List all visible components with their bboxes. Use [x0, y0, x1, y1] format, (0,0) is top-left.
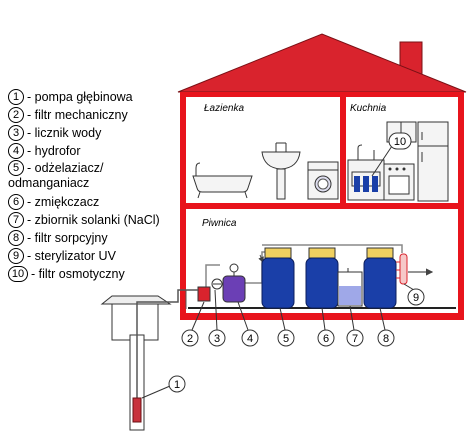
svg-text:9: 9 — [413, 292, 419, 304]
callout-8: 8 — [377, 307, 395, 347]
washing-machine-icon — [307, 161, 339, 200]
softener-tank-icon — [305, 247, 339, 309]
basement-label: Piwnica — [202, 218, 237, 229]
legend-num: 3 — [8, 125, 24, 141]
stove-icon — [383, 163, 415, 201]
legend-text: - zmiękczacz — [27, 195, 100, 209]
callout-9: 9 — [403, 283, 425, 306]
iron-removal-tank-icon — [261, 247, 295, 309]
legend-num: 7 — [8, 212, 24, 228]
hydrofor-icon — [222, 263, 246, 303]
pipe-segment — [205, 264, 220, 287]
svg-text:5: 5 — [283, 333, 289, 345]
sorption-filter-tank-icon — [363, 247, 397, 309]
legend-item-3: 3- licznik wody — [8, 124, 101, 142]
legend-num: 2 — [8, 107, 24, 123]
callout-4: 4 — [237, 301, 259, 347]
callout-2: 2 — [181, 301, 205, 347]
svg-text:4: 4 — [247, 333, 253, 345]
legend-text: - hydrofor — [27, 144, 81, 158]
legend-item-10: 10- filtr osmotyczny — [8, 265, 125, 283]
washbasin-icon — [261, 142, 301, 200]
legend-item-2: 2- filtr mechaniczny — [8, 106, 128, 124]
legend-text: - licznik wody — [27, 126, 102, 140]
legend-text: - sterylizator UV — [27, 249, 116, 263]
svg-text:7: 7 — [352, 333, 358, 345]
callout-3: 3 — [208, 289, 226, 347]
reverse-osmosis-filter-icon — [351, 171, 381, 192]
svg-text:1: 1 — [174, 379, 180, 391]
legend-item-8: 8- filtr sorpcyjny — [8, 229, 108, 247]
well-icon — [100, 289, 198, 431]
kitchen-label: Kuchnia — [350, 103, 387, 114]
callout-6: 6 — [317, 307, 335, 347]
legend-num: 8 — [8, 230, 24, 246]
svg-text:8: 8 — [383, 333, 389, 345]
legend-num: 6 — [8, 194, 24, 210]
legend-num: 5 — [8, 160, 24, 176]
legend-item-6: 6- zmiękczacz — [8, 193, 99, 211]
bathroom-label: Łazienka — [204, 103, 244, 114]
svg-text:3: 3 — [214, 333, 220, 345]
legend-item-9: 9- sterylizator UV — [8, 247, 116, 265]
legend-item-7: 7- zbiornik solanki (NaCl) — [8, 211, 160, 229]
pipe-segment — [262, 244, 403, 253]
legend-text: - zbiornik solanki (NaCl) — [27, 213, 160, 227]
legend-text: - filtr sorpcyjny — [27, 231, 108, 245]
callout-5: 5 — [277, 307, 295, 347]
svg-text:10: 10 — [394, 136, 406, 148]
legend-num: 4 — [8, 143, 24, 159]
legend-item-5: 5- odżelaziacz/ — [8, 159, 103, 177]
callout-10: 10 — [371, 132, 412, 177]
legend-item-1: 1- pompa głębinowa — [8, 88, 133, 106]
legend-num: 9 — [8, 248, 24, 264]
callout-7: 7 — [346, 305, 364, 347]
callout-1: 1 — [141, 375, 186, 399]
brine-tank-icon — [337, 268, 363, 307]
svg-text:6: 6 — [323, 333, 329, 345]
legend-text: - pompa głębinowa — [27, 90, 133, 104]
legend-item-4: 4- hydrofor — [8, 142, 81, 160]
legend-text-continuation: odmanganiacz — [8, 176, 90, 190]
water-meter-icon — [211, 278, 223, 290]
legend-text: - odżelaziacz/ — [27, 161, 104, 175]
fridge-icon — [417, 121, 449, 202]
roof — [177, 33, 467, 93]
legend-num: 10 — [8, 266, 28, 282]
bathtub-icon — [192, 162, 253, 199]
legend-num: 1 — [8, 89, 24, 105]
svg-text:2: 2 — [187, 333, 193, 345]
mechanical-filter-icon — [197, 286, 211, 302]
legend-text: - filtr mechaniczny — [27, 108, 128, 122]
uv-sterilizer-icon — [396, 253, 408, 285]
legend-text: - filtr osmotyczny — [31, 267, 125, 281]
